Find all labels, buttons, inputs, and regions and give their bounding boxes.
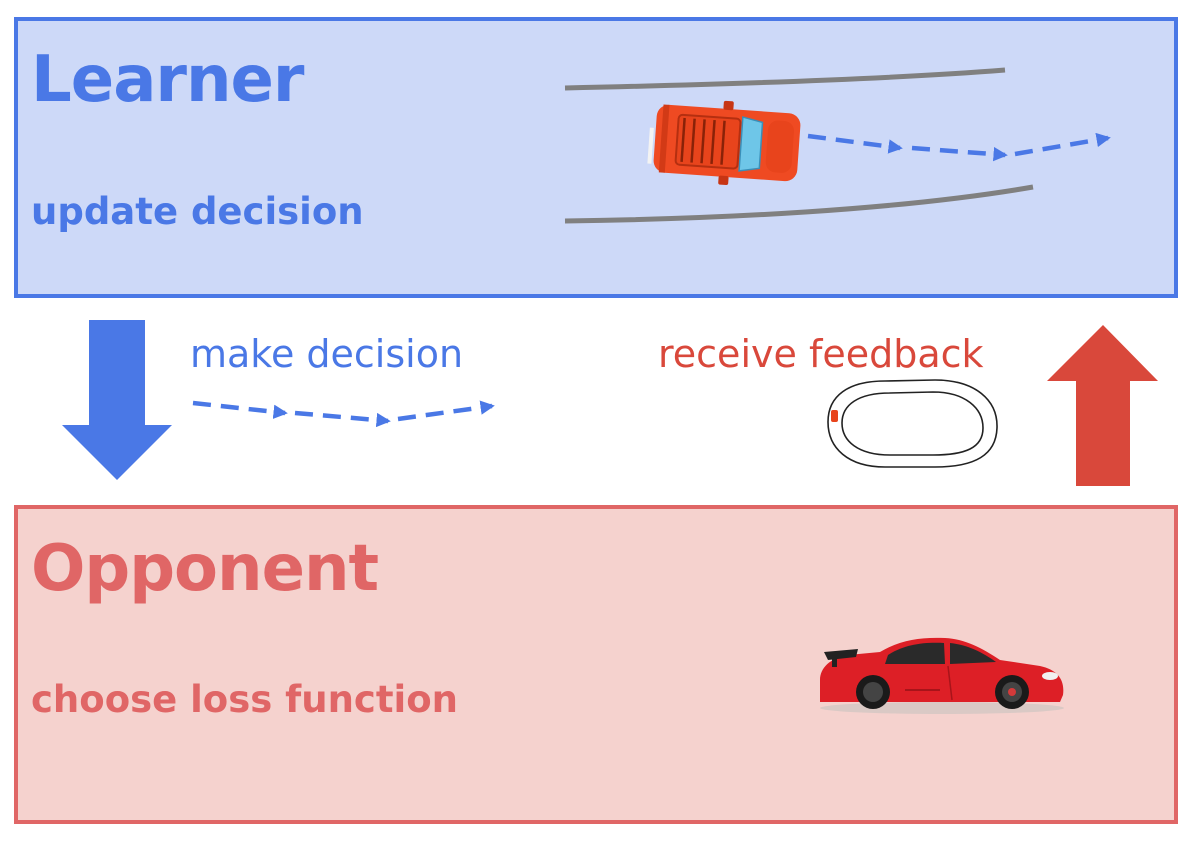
race-track-icon <box>827 379 998 468</box>
learner-title: Learner <box>31 43 304 117</box>
decision-dashed-arrows <box>192 400 495 428</box>
race-track-car <box>831 410 838 422</box>
road-edge-top <box>564 67 1006 91</box>
car-topview-icon <box>647 100 801 186</box>
learner-trajectory-arrows <box>807 132 1111 162</box>
road-edge-bottom <box>564 184 1034 224</box>
sports-car-icon <box>820 637 1064 714</box>
learner-subtitle: update decision <box>31 190 364 233</box>
opponent-title: Opponent <box>31 532 379 606</box>
learner-panel <box>14 17 1178 298</box>
opponent-subtitle: choose loss function <box>31 678 458 721</box>
make-decision-label: make decision <box>190 332 464 376</box>
receive-feedback-label: receive feedback <box>658 332 984 376</box>
arrow-up-icon <box>1047 325 1158 486</box>
arrow-down-icon <box>62 320 172 480</box>
